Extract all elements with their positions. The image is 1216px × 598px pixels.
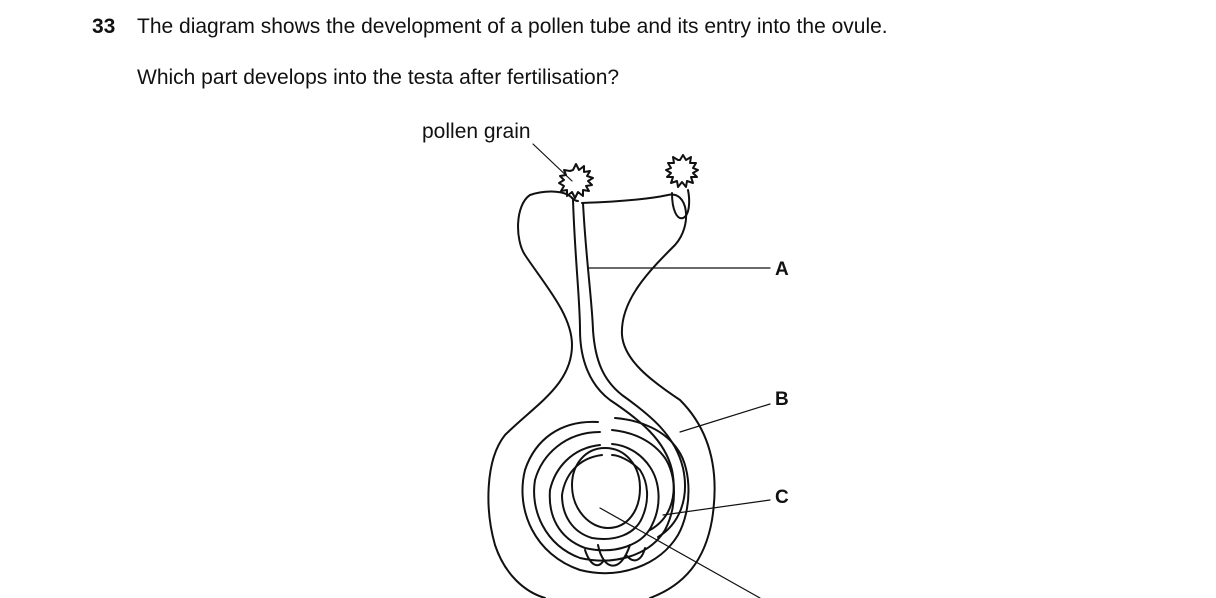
pollen-grain-leader — [532, 143, 573, 182]
outer-integument — [521, 417, 690, 575]
outer-integument-inner — [533, 429, 675, 562]
inner-integument-inner — [561, 454, 648, 540]
micropyle-left — [584, 549, 605, 567]
question-number: 33 — [92, 15, 116, 38]
leader-d — [599, 507, 761, 598]
micropyle — [597, 544, 631, 567]
stigma-right-lobe — [671, 189, 691, 220]
pollen-grain-left — [558, 163, 594, 199]
leader-c — [662, 499, 771, 516]
pollen-tube-outer — [572, 199, 675, 531]
pollen-grain-label: pollen grain — [422, 120, 531, 143]
leader-b — [679, 403, 771, 433]
question-prompt: Which part develops into the testa after… — [137, 66, 620, 89]
pollen-grain-right — [665, 154, 699, 188]
micropyle-right — [625, 547, 646, 562]
carpel-outline-right — [581, 193, 716, 598]
pollen-tube-inner — [582, 202, 687, 538]
label-b: B — [775, 389, 789, 410]
label-a: A — [775, 259, 789, 280]
stigma-left-edge — [571, 197, 579, 202]
question-stem: The diagram shows the development of a p… — [137, 15, 888, 38]
inner-integument — [548, 443, 660, 552]
embryo-sac — [571, 447, 641, 529]
carpel-outline — [487, 190, 573, 598]
label-c: C — [775, 487, 789, 508]
